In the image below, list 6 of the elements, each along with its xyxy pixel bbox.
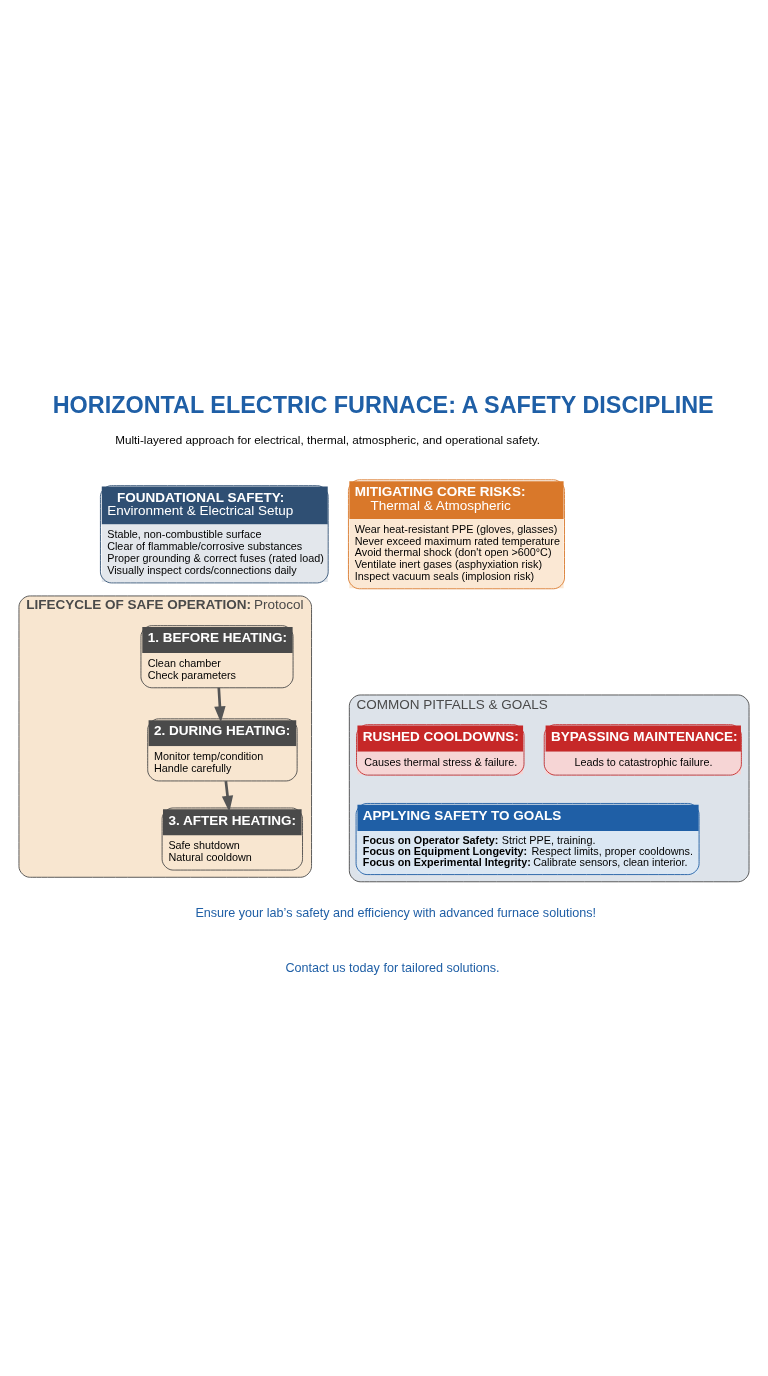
arrow	[221, 780, 234, 812]
label: Contact us today for tailored solutions.	[285, 960, 500, 975]
arrow	[214, 687, 226, 723]
label: Ensure your lab’s safety and efficiency with advanced furnace solutions!	[195, 905, 597, 920]
label: Multi-layered approach for electrical, thermal, atmospheric, and operational safety.	[115, 433, 540, 447]
diagram-title: HORIZONTAL ELECTRIC FURNACE: A SAFETY DISCIPLINE	[52, 392, 714, 419]
